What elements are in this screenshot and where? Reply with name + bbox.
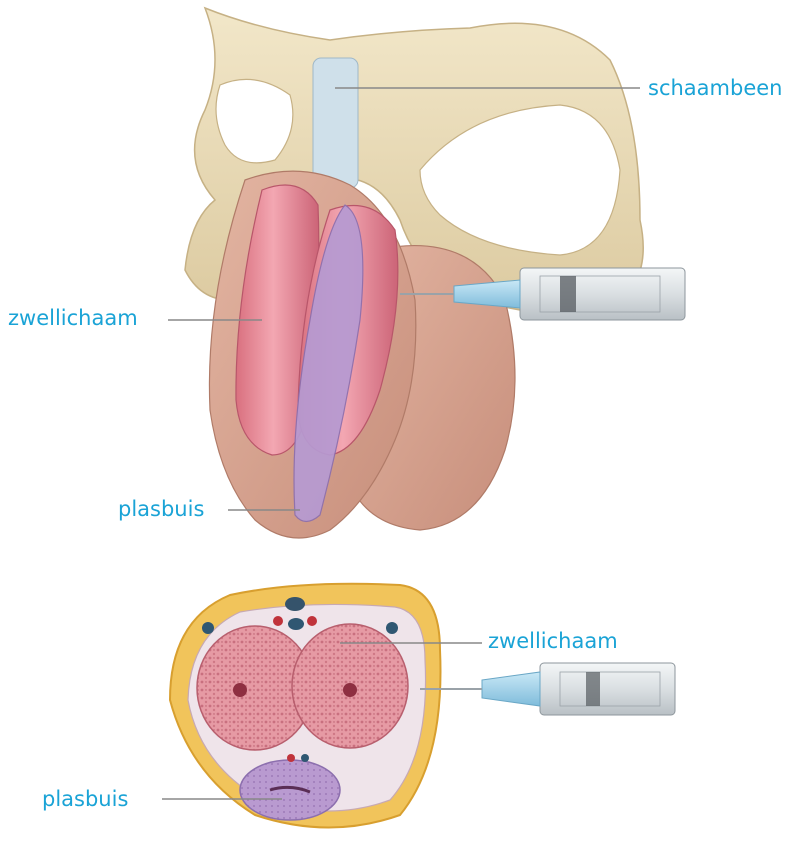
cross-section xyxy=(170,584,441,828)
pubic-symphysis-cartilage xyxy=(313,58,358,188)
label-zwellichaam-bottom: zwellichaam xyxy=(488,629,618,653)
label-schaambeen: schaambeen xyxy=(648,76,782,100)
label-plasbuis-bottom: plasbuis xyxy=(42,787,128,811)
label-plasbuis-top: plasbuis xyxy=(118,497,204,521)
label-zwellichaam-top: zwellichaam xyxy=(8,306,138,330)
syringe-icon xyxy=(420,663,675,715)
